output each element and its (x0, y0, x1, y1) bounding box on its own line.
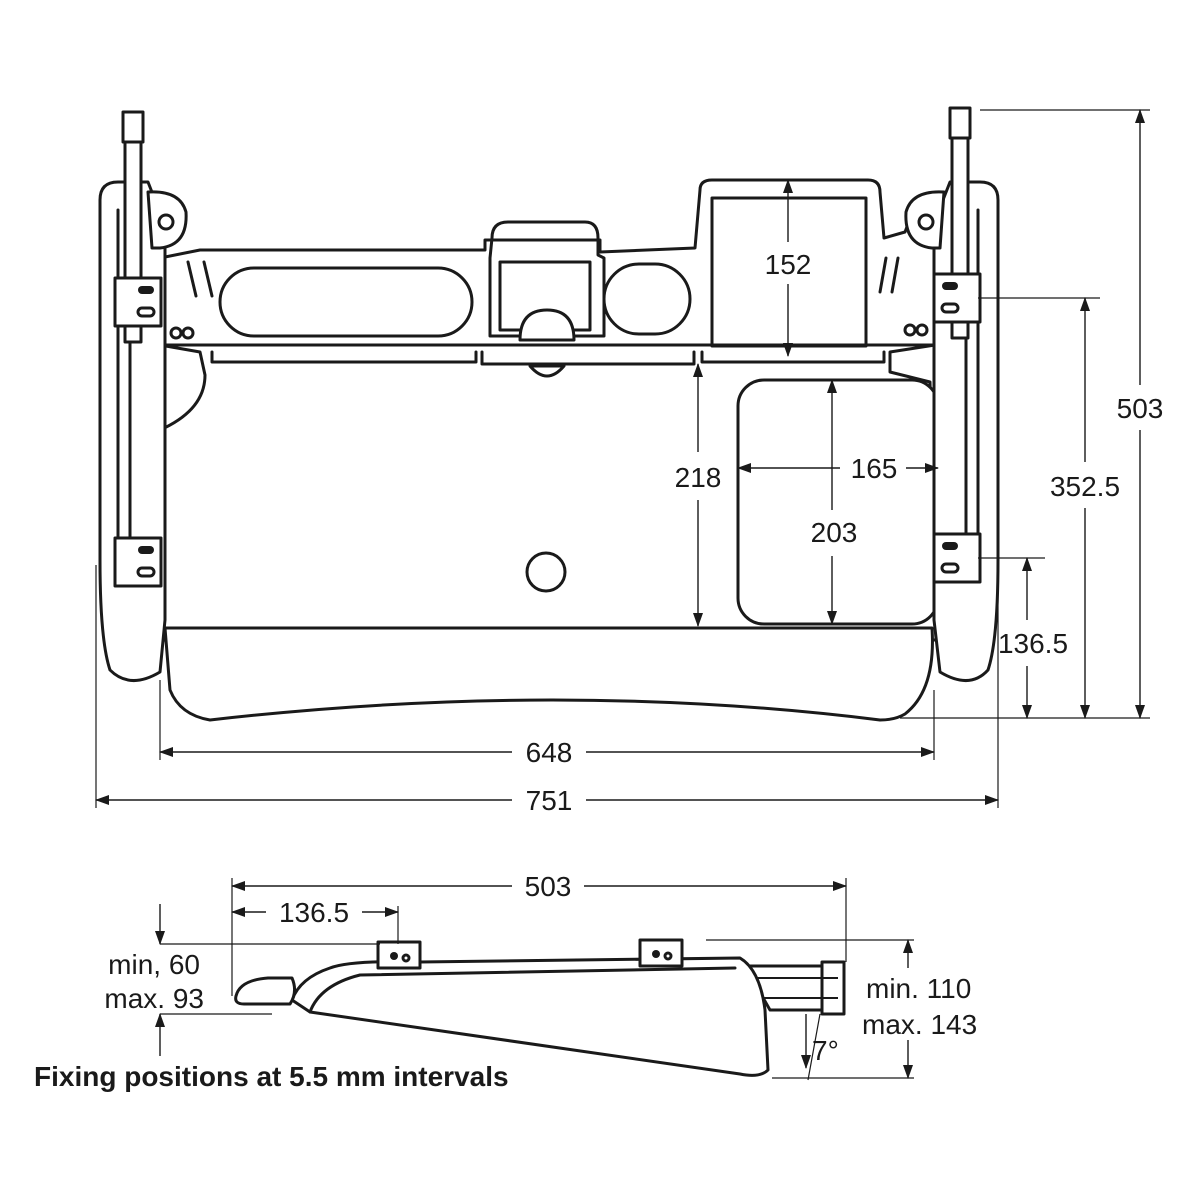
center-knob-bottom (528, 364, 566, 378)
right-bracket-bottom (932, 532, 982, 584)
fixing-note: Fixing positions at 5.5 mm intervals (34, 1061, 509, 1092)
dim-203-label: 203 (811, 517, 858, 548)
dim-218-label: 218 (675, 462, 722, 493)
side-dim-136-label: 136.5 (279, 897, 349, 928)
side-bracket-left (376, 940, 422, 970)
dim-352-label: 352.5 (1050, 471, 1120, 502)
side-nose (234, 976, 297, 1006)
right-bracket-bottom-slot-2 (940, 562, 960, 574)
side-dim-left-min: min, 60 (108, 949, 200, 980)
screw-right-2 (915, 323, 929, 337)
side-bracket-right-hole-2 (663, 951, 673, 961)
dim-152-label: 152 (765, 249, 812, 280)
dim-136-label: 136.5 (998, 628, 1068, 659)
dim-648-label: 648 (526, 737, 573, 768)
angle-label: 7° (812, 1035, 839, 1066)
right-ear-hole (917, 213, 935, 231)
side-view: 503 136.5 min, 60 max. 93 min. 110 max. … (104, 871, 977, 1081)
dim-503-label: 503 (1117, 393, 1164, 424)
screw-right (903, 323, 917, 337)
left-bracket-top (113, 276, 163, 328)
left-post (121, 110, 145, 144)
side-dim-right-max: max. 143 (862, 1009, 977, 1040)
right-bracket-top-slot (942, 282, 958, 290)
slot-right (878, 256, 900, 294)
top-band-line-3 (480, 350, 696, 366)
side-body-inner (308, 966, 737, 1014)
dim-751-label: 751 (526, 785, 573, 816)
side-bracket-left-hole-2 (401, 953, 411, 963)
right-bracket-top-slot-2 (940, 302, 960, 314)
center-clip-inner (498, 260, 592, 332)
left-bracket-bottom (113, 536, 163, 588)
cable-hole (525, 551, 567, 593)
screw-left (169, 326, 183, 340)
right-post (948, 106, 972, 140)
left-bracket-bottom-slot-2 (136, 566, 156, 578)
pencil-slot (218, 266, 474, 338)
side-dim-503-label: 503 (525, 871, 572, 902)
slot-left (186, 260, 214, 298)
left-ear-hole (157, 213, 175, 231)
top-view: 648 751 503 352.5 136.5 218 152 (95, 106, 1164, 816)
left-rail-ear (146, 190, 188, 250)
top-band-line-4 (700, 350, 886, 364)
side-rail-end (820, 960, 846, 1016)
right-rail-ear (904, 190, 946, 250)
side-bracket-right (638, 938, 684, 968)
dim-165-label: 165 (851, 453, 898, 484)
side-dim-left-max: max. 93 (104, 983, 204, 1014)
mouse-pad (736, 378, 940, 626)
screw-left-2 (181, 326, 195, 340)
left-bracket-top-slot (138, 286, 154, 294)
side-body (290, 956, 770, 1077)
side-bracket-right-hole (652, 950, 660, 958)
angle-ref-line-2 (807, 1013, 821, 1081)
center-clip (488, 220, 606, 338)
side-bracket-left-hole (390, 952, 398, 960)
left-bracket-top-slot-2 (136, 306, 156, 318)
side-dim-right-min: min. 110 (866, 973, 971, 1004)
left-bracket-bottom-slot (138, 546, 154, 554)
right-bracket-bottom-slot (942, 542, 958, 550)
center-knob (518, 308, 576, 342)
top-band-line-2 (210, 350, 478, 364)
wrist-rest (163, 626, 934, 722)
right-bracket-top (932, 272, 982, 324)
